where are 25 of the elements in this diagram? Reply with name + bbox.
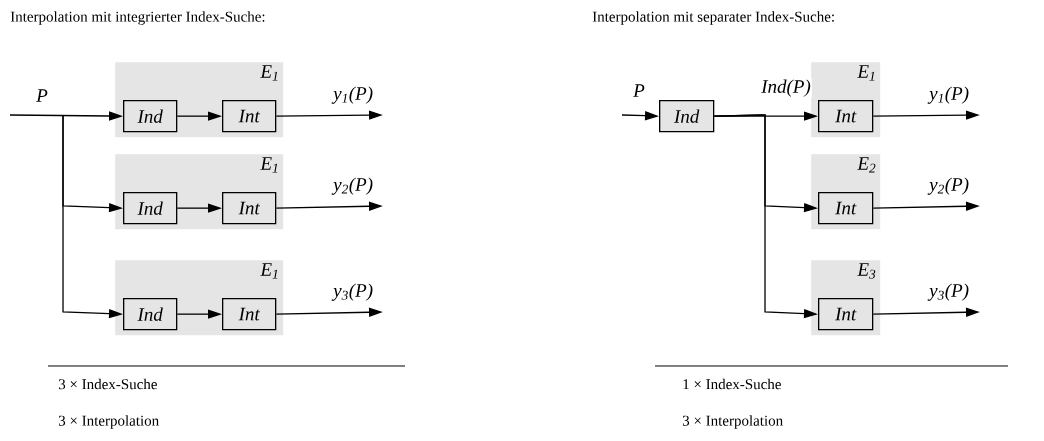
process-box: Ind <box>659 100 715 133</box>
process-box: Int <box>818 192 874 225</box>
process-box: Int <box>222 298 277 331</box>
note-text: 3 × Interpolation <box>58 415 159 429</box>
edge-label: y$_{3}$(P) <box>927 282 971 302</box>
edge-label: P <box>632 83 646 98</box>
process-box: Int <box>818 298 874 331</box>
process-box: Int <box>818 100 874 133</box>
edge-label: y$_{1}$(P) <box>927 85 971 105</box>
process-box: Ind <box>123 192 178 225</box>
note-text: 3 × Interpolation <box>682 415 783 429</box>
process-box: Ind <box>123 298 178 331</box>
process-box: Int <box>222 192 277 225</box>
edge-label: y$_{2}$(P) <box>927 176 971 196</box>
note-text: 1 × Index-Suche <box>683 378 781 390</box>
edge-label: y$_{1}$(P) <box>331 85 375 105</box>
note-text: 3 × Index-Suche <box>58 378 157 390</box>
note-text: Interpolation mit integrierter Index-Suche: <box>10 11 265 25</box>
note-text: Interpolation mit separater Index-Suche: <box>592 11 834 25</box>
edge-label: P <box>35 88 49 103</box>
edge-label: Ind(P) <box>760 78 812 98</box>
process-box: Ind <box>123 100 178 133</box>
edge-label: y$_{3}$(P) <box>331 282 375 302</box>
process-box: Int <box>222 100 277 133</box>
edge-label: y$_{2}$(P) <box>331 176 375 196</box>
